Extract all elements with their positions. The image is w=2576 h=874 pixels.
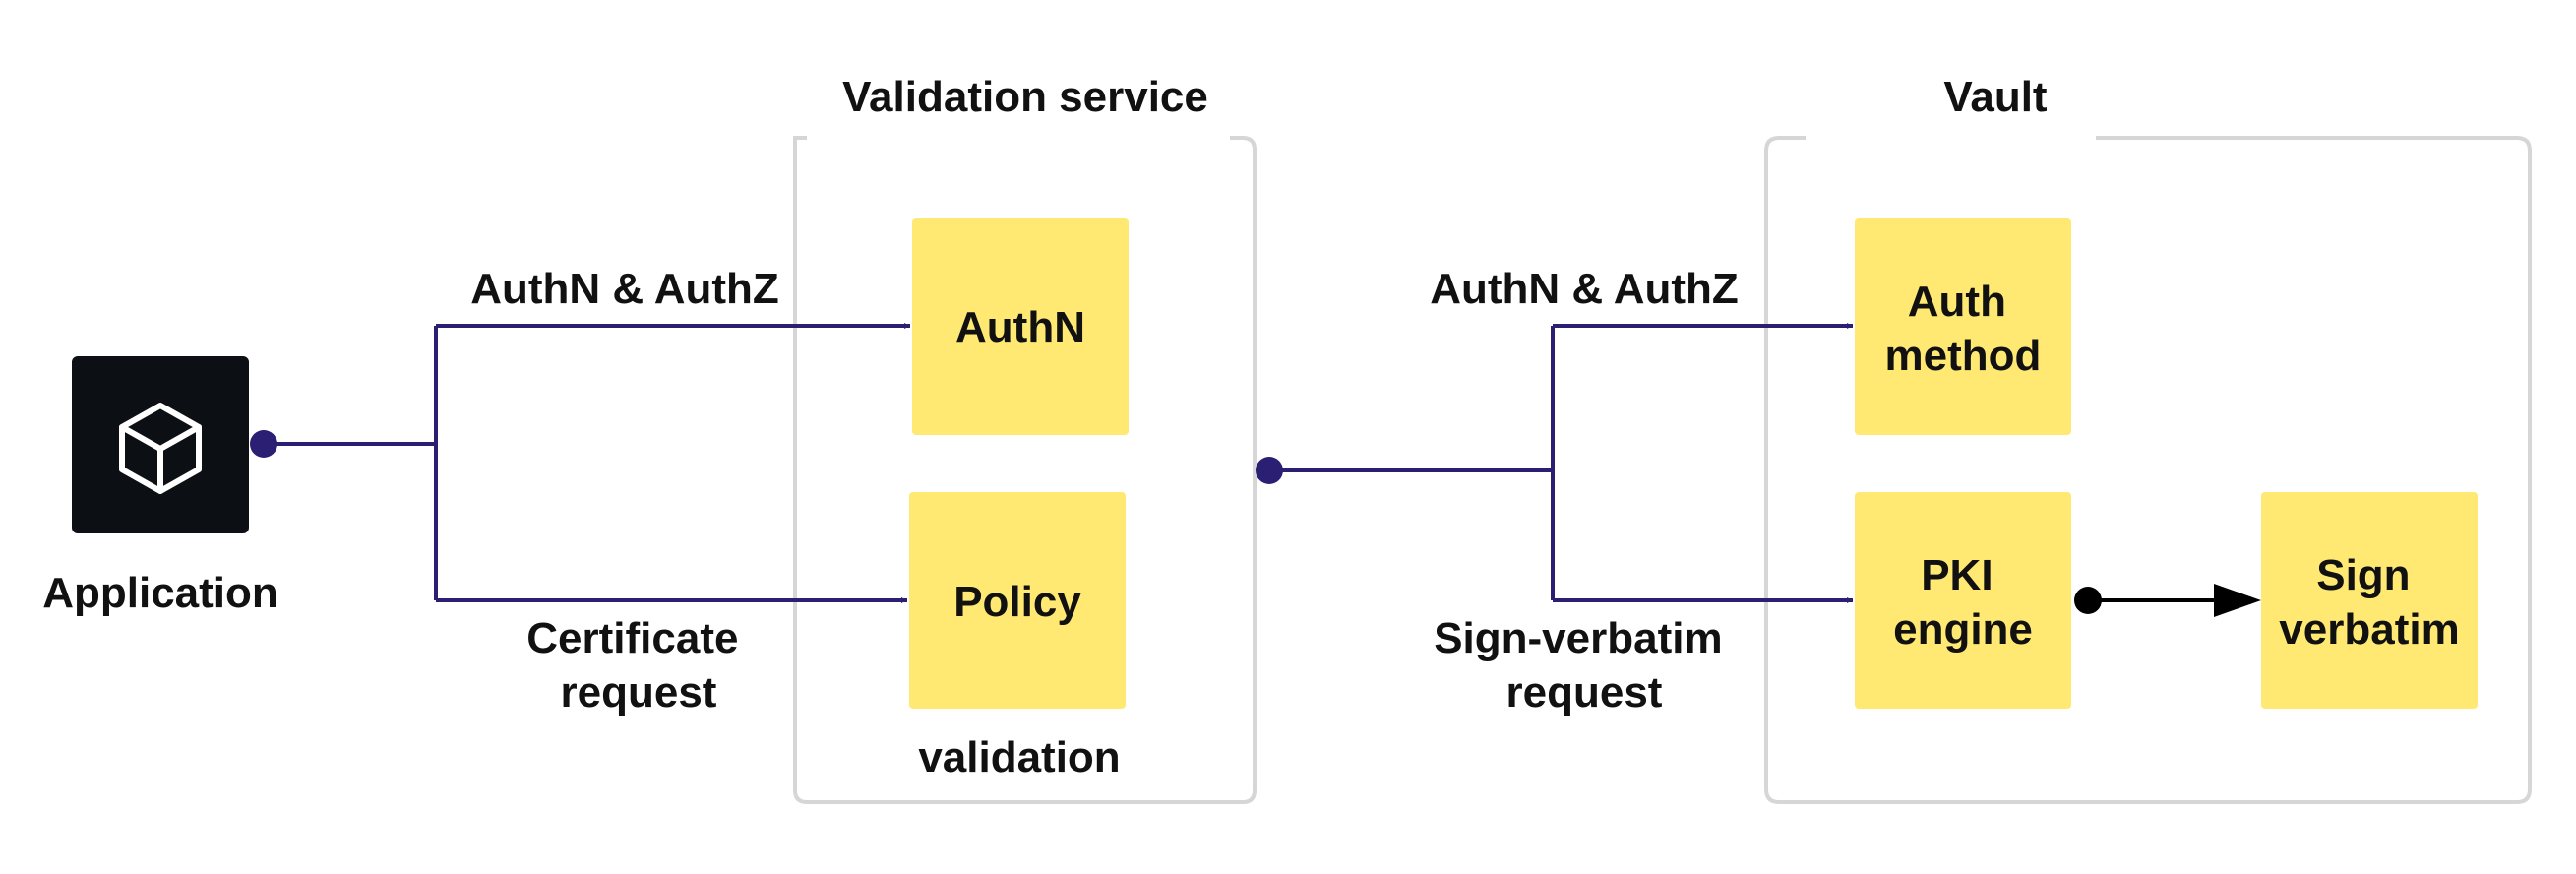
policy-validation-caption: validation [918, 733, 1120, 781]
auth-method-box-label: Auth method [1885, 278, 2042, 380]
application-tile [72, 356, 249, 533]
auth-method-box[interactable]: Auth method [1855, 218, 2071, 435]
vault-title: Vault [1943, 73, 2047, 121]
policy-box[interactable]: Policy [909, 492, 1126, 709]
authn-box-label: AuthN [955, 303, 1085, 351]
sign-verbatim-request-label: Sign-verbatim request [1434, 614, 1735, 717]
certificate-request-label: Certificate request [526, 614, 750, 717]
pki-to-sign-verbatim-arrowhead [2214, 584, 2261, 617]
authn-box[interactable]: AuthN [912, 218, 1129, 435]
policy-box-label: Policy [953, 578, 1081, 626]
sign-verbatim-box[interactable]: Sign verbatim [2261, 492, 2478, 709]
validation-service-title: Validation service [842, 73, 1208, 121]
left-authn-authz-label: AuthN & AuthZ [470, 265, 779, 313]
application-node[interactable] [72, 356, 249, 533]
pki-engine-box[interactable]: PKI engine [1855, 492, 2071, 709]
sign-verbatim-box-label: Sign verbatim [2279, 551, 2459, 654]
right-authn-authz-label: AuthN & AuthZ [1430, 265, 1739, 313]
pki-engine-box-label: PKI engine [1893, 551, 2033, 654]
validation-service-group [792, 136, 1257, 804]
vault-group [1764, 136, 2532, 804]
application-label: Application [42, 569, 278, 617]
cube-icon [119, 403, 202, 494]
